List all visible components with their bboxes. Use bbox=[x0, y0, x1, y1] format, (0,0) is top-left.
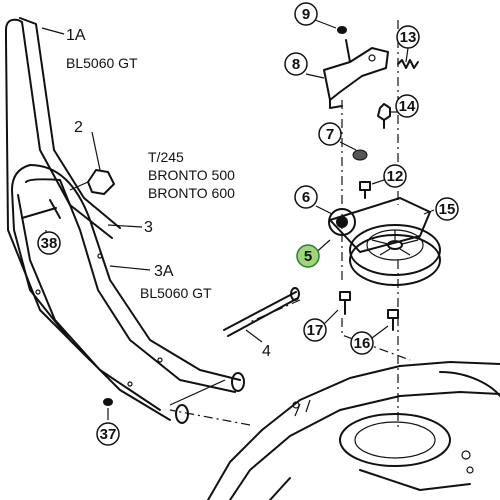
callout-38: 38 bbox=[37, 231, 61, 255]
part-label-1a: 1A bbox=[66, 27, 86, 44]
svg-text:13: 13 bbox=[400, 29, 417, 46]
callout-15: 15 bbox=[435, 197, 459, 221]
knob-2 bbox=[69, 169, 115, 195]
svg-text:12: 12 bbox=[387, 168, 404, 185]
callout-12: 12 bbox=[383, 164, 407, 188]
callout-6: 6 bbox=[294, 185, 318, 209]
mower-deck bbox=[207, 361, 500, 500]
nut-37 bbox=[103, 398, 113, 406]
callout-16: 16 bbox=[350, 331, 374, 355]
bracket-8 bbox=[323, 39, 389, 109]
part-label-3a: 3A bbox=[154, 263, 174, 280]
callout-8: 8 bbox=[284, 52, 308, 76]
part-label-4: 4 bbox=[262, 343, 271, 360]
model-label-bronto600: BRONTO 600 bbox=[148, 185, 235, 201]
svg-text:7: 7 bbox=[326, 126, 334, 143]
svg-text:37: 37 bbox=[100, 426, 117, 443]
svg-text:6: 6 bbox=[302, 189, 310, 206]
svg-text:16: 16 bbox=[354, 335, 371, 352]
bolt-14 bbox=[377, 103, 391, 129]
pulley-15 bbox=[349, 224, 441, 286]
svg-text:38: 38 bbox=[41, 235, 58, 252]
part-label-2: 2 bbox=[74, 119, 83, 136]
svg-text:14: 14 bbox=[399, 98, 416, 115]
callout-37: 37 bbox=[96, 422, 120, 446]
part-label-3: 3 bbox=[144, 219, 153, 236]
callout-5-highlighted: 5 bbox=[296, 244, 320, 268]
svg-text:15: 15 bbox=[439, 201, 456, 218]
rod-4 bbox=[223, 287, 300, 337]
model-label-bronto500: BRONTO 500 bbox=[148, 167, 235, 183]
callout-7: 7 bbox=[318, 122, 342, 146]
bolt-17 bbox=[339, 291, 351, 315]
spring-13 bbox=[397, 59, 419, 69]
svg-text:17: 17 bbox=[307, 322, 324, 339]
model-label-1a: BL5060 GT bbox=[66, 55, 138, 71]
washer-7 bbox=[352, 149, 368, 161]
bolt-16 bbox=[387, 309, 399, 331]
svg-text:8: 8 bbox=[292, 56, 300, 73]
svg-text:5: 5 bbox=[304, 248, 312, 265]
bolt-12 bbox=[359, 181, 371, 199]
callout-9: 9 bbox=[294, 2, 318, 26]
leader-lines bbox=[41, 17, 435, 420]
tensioner-6 bbox=[328, 197, 431, 253]
callout-13: 13 bbox=[396, 25, 420, 49]
svg-text:9: 9 bbox=[302, 6, 310, 23]
callout-14: 14 bbox=[395, 94, 419, 118]
bolt-38 bbox=[21, 199, 61, 219]
nut-9 bbox=[337, 26, 347, 34]
handle-3 bbox=[11, 164, 245, 424]
model-label-3a: BL5060 GT bbox=[140, 285, 212, 301]
model-label-t245: T/245 bbox=[148, 149, 184, 165]
assembly-centerlines bbox=[169, 20, 411, 430]
callout-17: 17 bbox=[303, 318, 327, 342]
